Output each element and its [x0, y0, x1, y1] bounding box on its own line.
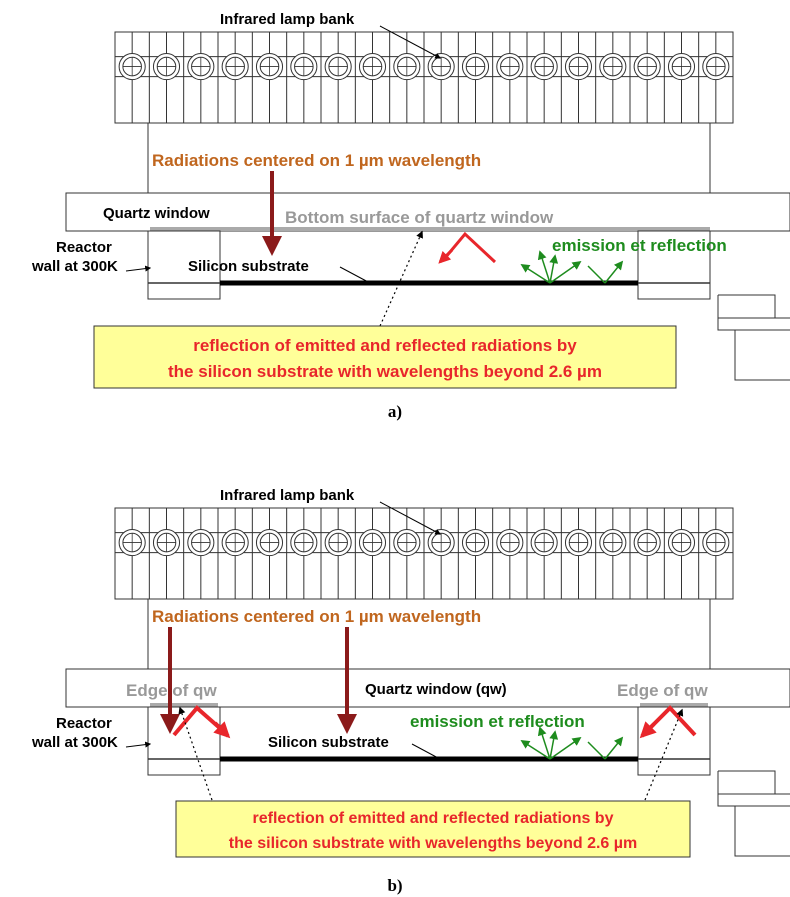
callout-box-a — [93, 325, 677, 389]
substrate-pointer-a — [339, 266, 371, 284]
reactor-step-a — [717, 294, 790, 381]
lamp-bank-a — [114, 31, 734, 124]
emission-arrow — [549, 254, 559, 284]
reactor-wall-right-a — [637, 230, 711, 300]
reactor-label-line2-b: wall at 300K — [31, 734, 118, 751]
reflection-dotted-right-b — [644, 708, 684, 801]
substrate-pointer-b — [411, 743, 441, 760]
edge-right-label-b: Edge of qw — [617, 681, 708, 700]
reactor-label-line1-b: Reactor — [56, 715, 112, 732]
lamp-label-b: Infrared lamp bank — [220, 487, 355, 504]
emission-arrows-a — [520, 250, 624, 284]
substrate-label-a: Silicon substrate — [188, 258, 309, 275]
emission-arrow — [537, 726, 551, 760]
reactor-wall-left-a — [147, 230, 221, 300]
emission-label-a: emission et reflection — [552, 236, 727, 255]
reactor-pointer-a — [125, 265, 152, 272]
quartz-label-b: Quartz window (qw) — [365, 681, 507, 698]
panel-b: Infrared lamp bank Radiations centered o… — [31, 487, 790, 895]
substrate-label-b: Silicon substrate — [268, 734, 389, 751]
lamp-bank-b — [114, 507, 734, 600]
bottom-surface-label-a: Bottom surface of quartz window — [285, 208, 554, 227]
emission-arrow — [537, 250, 551, 284]
radiation-label-b: Radiations centered on 1 µm wavelength — [152, 607, 481, 626]
quartz-label-a: Quartz window — [103, 205, 210, 222]
emission-label-b: emission et reflection — [410, 712, 585, 731]
callout-line2-a: the silicon substrate with wavelengths b… — [168, 362, 602, 381]
reflection-red-v-a — [443, 231, 497, 264]
callout-box-b — [175, 800, 691, 858]
lamp-pointer-a — [379, 25, 442, 59]
radiation-label-a: Radiations centered on 1 µm wavelength — [152, 151, 481, 170]
emission-arrow — [520, 264, 551, 284]
emission-arrow — [549, 730, 559, 760]
emission-arrow — [604, 260, 624, 284]
reflection-dotted-left-b — [178, 706, 213, 801]
emission-arrows-b — [520, 726, 624, 760]
callout-line1-a: reflection of emitted and reflected radi… — [193, 336, 577, 355]
reactor-label-line1-a: Reactor — [56, 239, 112, 256]
callout-line1-b: reflection of emitted and reflected radi… — [253, 810, 614, 827]
caption-b: b) — [387, 876, 402, 895]
caption-a: a) — [388, 402, 402, 421]
reflection-red-right-head-b — [639, 721, 657, 739]
emission-arrow — [587, 265, 606, 284]
emission-arrow — [587, 741, 606, 760]
reflection-red-right-b — [646, 705, 697, 737]
reactor-step-b — [717, 770, 790, 857]
emission-arrow — [520, 740, 551, 760]
reactor-label-line2-a: wall at 300K — [31, 258, 118, 275]
reflection-red-arrowhead-a — [438, 248, 454, 264]
lamp-pointer-b — [379, 501, 442, 535]
panel-a: Infrared lamp bank Radiations centered o… — [31, 11, 790, 421]
reflection-dotted-pointer-a — [379, 230, 423, 327]
reactor-wall-right-b — [637, 706, 711, 776]
edge-left-label-b: Edge of qw — [126, 681, 217, 700]
emission-arrow — [604, 736, 624, 760]
reflection-red-left-b — [172, 705, 224, 737]
emission-arrow — [549, 260, 582, 284]
reactor-pointer-b — [125, 741, 152, 748]
reflection-red-left-head-b — [213, 721, 231, 739]
callout-line2-b: the silicon substrate with wavelengths b… — [229, 835, 637, 852]
lamp-label-a: Infrared lamp bank — [220, 11, 355, 28]
quartz-window-b — [65, 668, 790, 708]
emission-arrow — [549, 736, 582, 760]
